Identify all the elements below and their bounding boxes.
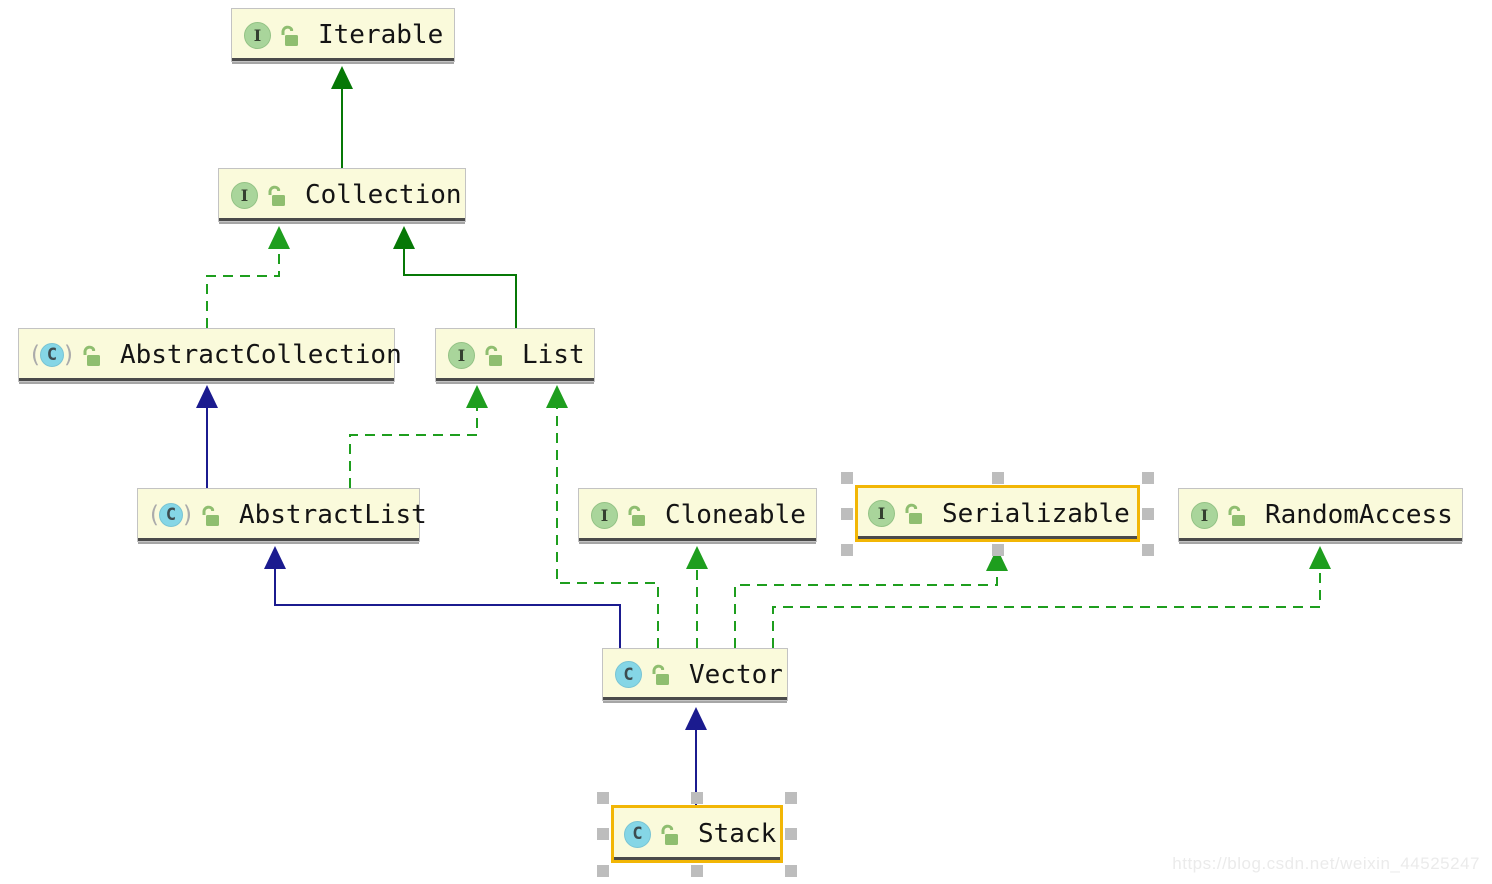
node-label: AbstractCollection	[119, 340, 402, 370]
abstract-paren-right: )	[182, 501, 192, 528]
arrowhead-vector-to-cloneable	[686, 546, 708, 569]
arrowhead-list-to-collection	[393, 226, 415, 249]
node-label: Stack	[698, 819, 777, 849]
node-label: Vector	[689, 659, 783, 690]
edge-list-extends-collection	[402, 246, 518, 328]
node-label: Collection	[305, 180, 462, 210]
kind-icon: C	[39, 343, 64, 367]
kind-icon-letter: C	[632, 824, 643, 844]
open-lock-icon	[202, 505, 219, 526]
open-lock-icon	[628, 505, 645, 526]
node-vector[interactable]: ( C ) Vector	[602, 648, 788, 701]
selection-handle-top-center-stack[interactable]	[691, 792, 703, 804]
type-icon: ( C )	[31, 343, 73, 367]
selection-handle-top-left-serializable[interactable]	[841, 472, 853, 484]
node-abstract-list[interactable]: ( C ) AbstractList	[137, 488, 427, 542]
node-stack[interactable]: ( C ) Stack	[611, 805, 783, 863]
node-list[interactable]: ( I ) List	[435, 328, 595, 382]
node-serializable[interactable]: ( I ) Serializable	[855, 485, 1140, 542]
type-icon: ( I )	[591, 501, 618, 529]
node-label: RandomAccess	[1265, 500, 1453, 530]
abstract-paren-right: )	[63, 341, 73, 368]
kind-icon: I	[231, 181, 258, 209]
selection-handle-mid-left-stack[interactable]	[597, 828, 609, 840]
abstract-paren-left: (	[150, 501, 159, 528]
edge-abstract-list-implements-list	[349, 405, 478, 488]
type-icon: ( I )	[448, 341, 475, 369]
node-collection[interactable]: ( I ) Collection	[218, 168, 466, 222]
kind-icon-letter: I	[600, 505, 609, 525]
kind-icon-letter: I	[877, 504, 886, 523]
edge-vector-extends-abstract-list	[273, 566, 622, 648]
selection-handle-bottom-center-stack[interactable]	[691, 865, 703, 877]
node-random-access[interactable]: ( I ) RandomAccess	[1178, 488, 1463, 542]
kind-icon: C	[624, 820, 651, 848]
selection-handle-mid-left-serializable[interactable]	[841, 507, 853, 520]
edge-vector-implements-random-access	[772, 566, 1321, 648]
open-lock-icon	[83, 345, 100, 366]
node-label: Serializable	[942, 498, 1130, 529]
selection-handle-bottom-center-serializable[interactable]	[991, 544, 1004, 556]
node-label: AbstractList	[238, 500, 427, 530]
kind-icon-letter: I	[253, 25, 262, 45]
node-abstract-collection[interactable]: ( C ) AbstractCollection	[18, 328, 402, 382]
arrowhead-abstract-list-to-abstract-collection	[196, 385, 218, 408]
kind-icon-letter: C	[165, 505, 177, 525]
arrowhead-vector-to-abstract-list	[264, 546, 286, 569]
kind-icon: C	[158, 503, 183, 527]
arrowhead-vector-to-list	[546, 385, 568, 408]
selection-handle-bottom-left-stack[interactable]	[597, 865, 609, 877]
kind-icon: I	[448, 341, 475, 369]
arrowhead-abstract-list-to-list	[466, 385, 488, 408]
open-lock-icon	[661, 824, 678, 845]
kind-icon: C	[615, 661, 642, 688]
open-lock-icon	[905, 503, 922, 524]
arrowhead-abstract-collection-to-collection	[268, 226, 290, 249]
open-lock-icon	[1228, 505, 1245, 526]
node-label: List	[522, 340, 585, 370]
selection-handle-mid-right-serializable[interactable]	[1142, 507, 1154, 520]
open-lock-icon	[485, 345, 502, 366]
type-icon: ( I )	[231, 181, 258, 209]
node-cloneable[interactable]: ( I ) Cloneable	[578, 488, 817, 542]
selection-handle-bottom-right-serializable[interactable]	[1142, 544, 1154, 556]
kind-icon-letter: I	[457, 345, 466, 365]
selection-handle-top-center-serializable[interactable]	[991, 472, 1004, 484]
selection-handle-top-right-serializable[interactable]	[1142, 472, 1154, 484]
edge-vector-implements-serializable	[734, 568, 998, 648]
abstract-paren-left: (	[31, 341, 40, 368]
arrowhead-collection-to-iterable	[331, 66, 353, 89]
watermark-text: https://blog.csdn.net/weixin_44525247	[1172, 854, 1480, 873]
type-icon: ( I )	[1191, 501, 1218, 529]
open-lock-icon	[652, 664, 669, 685]
selection-handle-bottom-left-serializable[interactable]	[841, 544, 853, 556]
kind-icon: I	[1191, 501, 1218, 529]
kind-icon: I	[591, 501, 618, 529]
selection-handle-mid-right-stack[interactable]	[785, 828, 797, 840]
type-icon: ( C )	[150, 503, 192, 527]
kind-icon: I	[868, 500, 895, 527]
kind-icon-letter: C	[46, 345, 58, 365]
arrowhead-vector-to-random-access	[1309, 546, 1331, 569]
selection-handle-top-left-stack[interactable]	[597, 792, 609, 804]
kind-icon-letter: I	[1200, 505, 1209, 525]
open-lock-icon	[268, 185, 285, 206]
selection-handle-bottom-right-stack[interactable]	[785, 865, 797, 877]
open-lock-icon	[281, 25, 298, 46]
kind-icon: I	[244, 21, 271, 49]
type-icon: ( I )	[868, 500, 895, 527]
kind-icon-letter: I	[240, 185, 249, 205]
kind-icon-letter: C	[623, 664, 634, 685]
node-label: Cloneable	[665, 500, 806, 530]
type-icon: ( C )	[624, 820, 651, 848]
selection-handle-top-right-stack[interactable]	[785, 792, 797, 804]
node-iterable[interactable]: ( I ) Iterable	[231, 8, 455, 62]
type-icon: ( I )	[244, 21, 271, 49]
type-icon: ( C )	[615, 661, 642, 688]
node-label: Iterable	[318, 20, 444, 50]
edge-abstract-collection-implements-collection	[206, 246, 280, 328]
arrowhead-stack-to-vector	[685, 707, 707, 730]
